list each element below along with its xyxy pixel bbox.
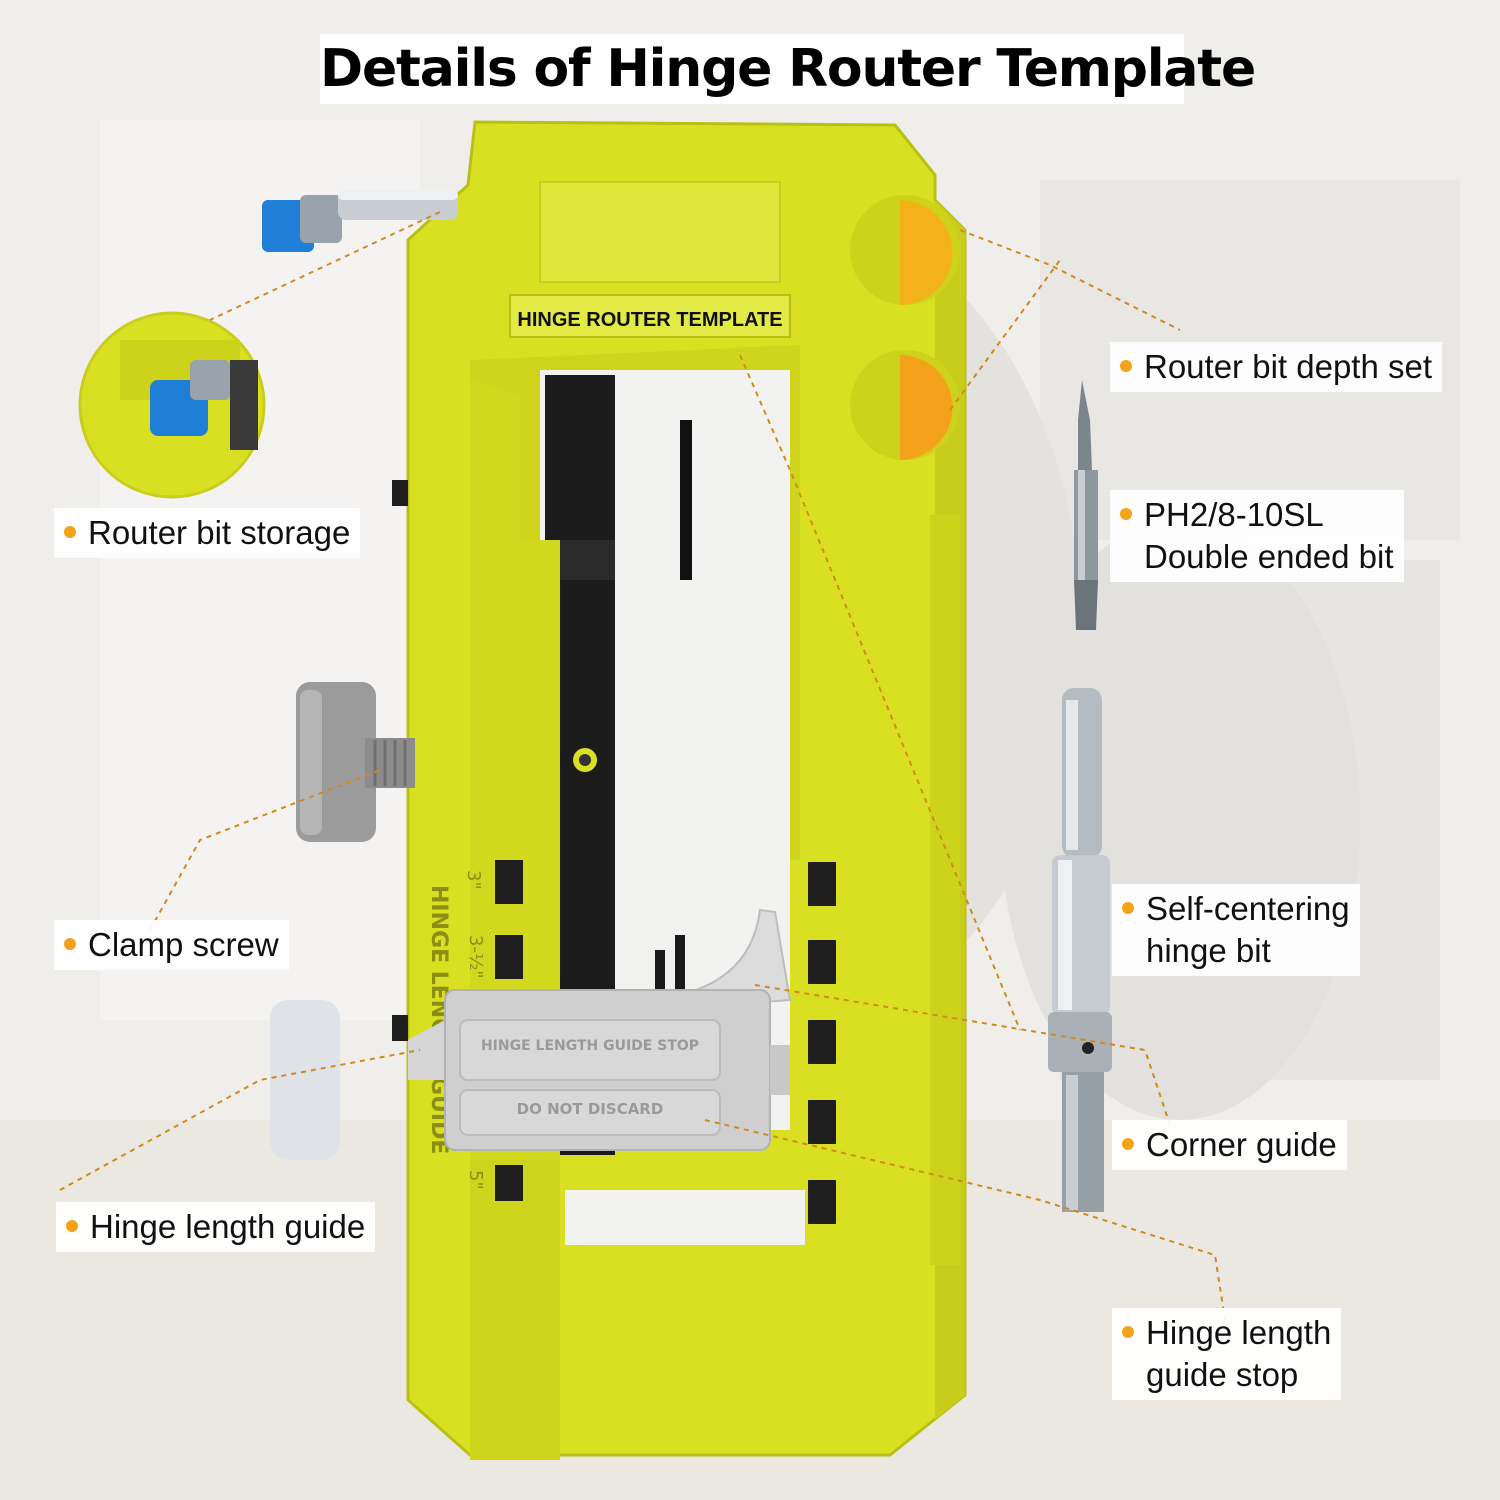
bullet-dot (1122, 1138, 1134, 1150)
bullet-dot (1120, 508, 1132, 520)
self-centering-hinge-bit-icon (1048, 688, 1112, 1212)
callout-router-bit-storage: Router bit storage (54, 508, 361, 558)
double-ended-bit-icon (1074, 380, 1098, 630)
guide-stop-text-1: HINGE LENGTH GUIDE STOP (481, 1038, 699, 1054)
hinge-length-guide-stop: HINGE LENGTH GUIDE STOP DO NOT DISCARD (408, 989, 790, 1151)
scale-mark-3: 3" (463, 870, 484, 890)
scale-mark-3-half: 3-½" (465, 935, 486, 979)
router-bit-storage-inset (78, 311, 266, 499)
guide-stop-text-2: DO NOT DISCARD (517, 1100, 664, 1118)
callout-self-centering-hinge-bit: Self-centering hinge bit (1112, 884, 1360, 976)
scale-mark-5: 5" (465, 1170, 486, 1190)
bullet-dot (66, 1220, 78, 1232)
bullet-dot (1120, 360, 1132, 372)
leader-lines (59, 211, 1226, 1321)
callout-router-bit-depth-set: Router bit depth set (1110, 342, 1443, 392)
template-panel-label: HINGE ROUTER TEMPLATE (517, 309, 782, 331)
callout-hinge-length-guide: Hinge length guide (56, 1202, 376, 1252)
router-bit-depth-set (850, 195, 960, 460)
bullet-dot (64, 938, 76, 950)
callout-double-ended-bit: PH2/8-10SL Double ended bit (1110, 490, 1404, 582)
page-title: Details of Hinge Router Template (320, 34, 1256, 104)
bullet-dot (1122, 1326, 1134, 1338)
callout-corner-guide: Corner guide (1112, 1120, 1347, 1170)
callout-hinge-length-guide-stop: Hinge length guide stop (1112, 1308, 1342, 1400)
router-template-body: HINGE ROUTER TEMPLATE (406, 120, 967, 1460)
router-bit-icon (262, 190, 458, 252)
clamp-screw-icon (296, 682, 415, 842)
bullet-dot (1122, 902, 1134, 914)
bullet-dot (64, 526, 76, 538)
callout-clamp-screw: Clamp screw (54, 920, 289, 970)
